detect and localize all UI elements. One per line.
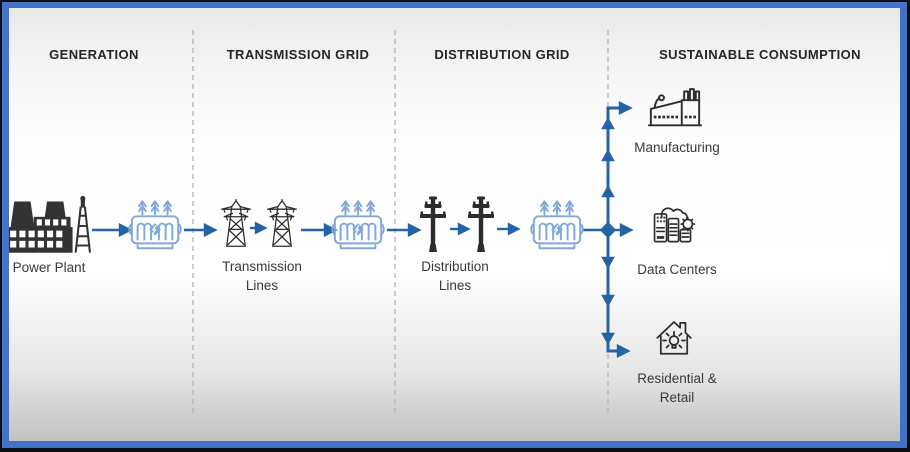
power-plant-icon — [5, 193, 91, 257]
stage-header-generation: GENERATION — [49, 47, 139, 62]
frame-border-left — [2, 2, 9, 448]
transmission-tower-icon — [266, 196, 298, 251]
stage-header-transmission: TRANSMISSION GRID — [226, 47, 370, 62]
grid-transformer-icon — [329, 197, 387, 255]
frame-edge-left — [0, 0, 2, 452]
utility-pole-icon — [418, 196, 448, 254]
junction-node — [599, 221, 617, 239]
frame-edge-top — [0, 0, 910, 2]
manufacturing-label: Manufacturing — [634, 140, 720, 155]
step-down-transformer-icon — [528, 197, 586, 255]
frame-border-right — [900, 2, 907, 448]
transmission-lines-label: Transmission Lines — [222, 259, 302, 293]
stage-header-consumption: SUSTAINABLE CONSUMPTION — [659, 47, 861, 62]
distribution-lines-label: Distribution Lines — [421, 259, 489, 293]
house-bulb-icon — [652, 316, 696, 358]
stage-header-distribution: DISTRIBUTION GRID — [434, 47, 570, 62]
transmission-tower-icon — [220, 196, 252, 251]
data-centers-label: Data Centers — [637, 262, 717, 277]
residential-retail-label: Residential & Retail — [637, 371, 717, 405]
factory-icon — [647, 84, 703, 128]
utility-pole-icon — [466, 196, 496, 254]
frame-border-bottom — [2, 441, 907, 448]
power-plant-label: Power Plant — [12, 260, 86, 275]
frame-edge-bottom — [0, 448, 910, 452]
frame-border-top — [2, 2, 907, 8]
data-center-icon — [649, 202, 697, 248]
frame-edge-right — [907, 0, 910, 452]
step-up-transformer-icon — [126, 197, 184, 255]
